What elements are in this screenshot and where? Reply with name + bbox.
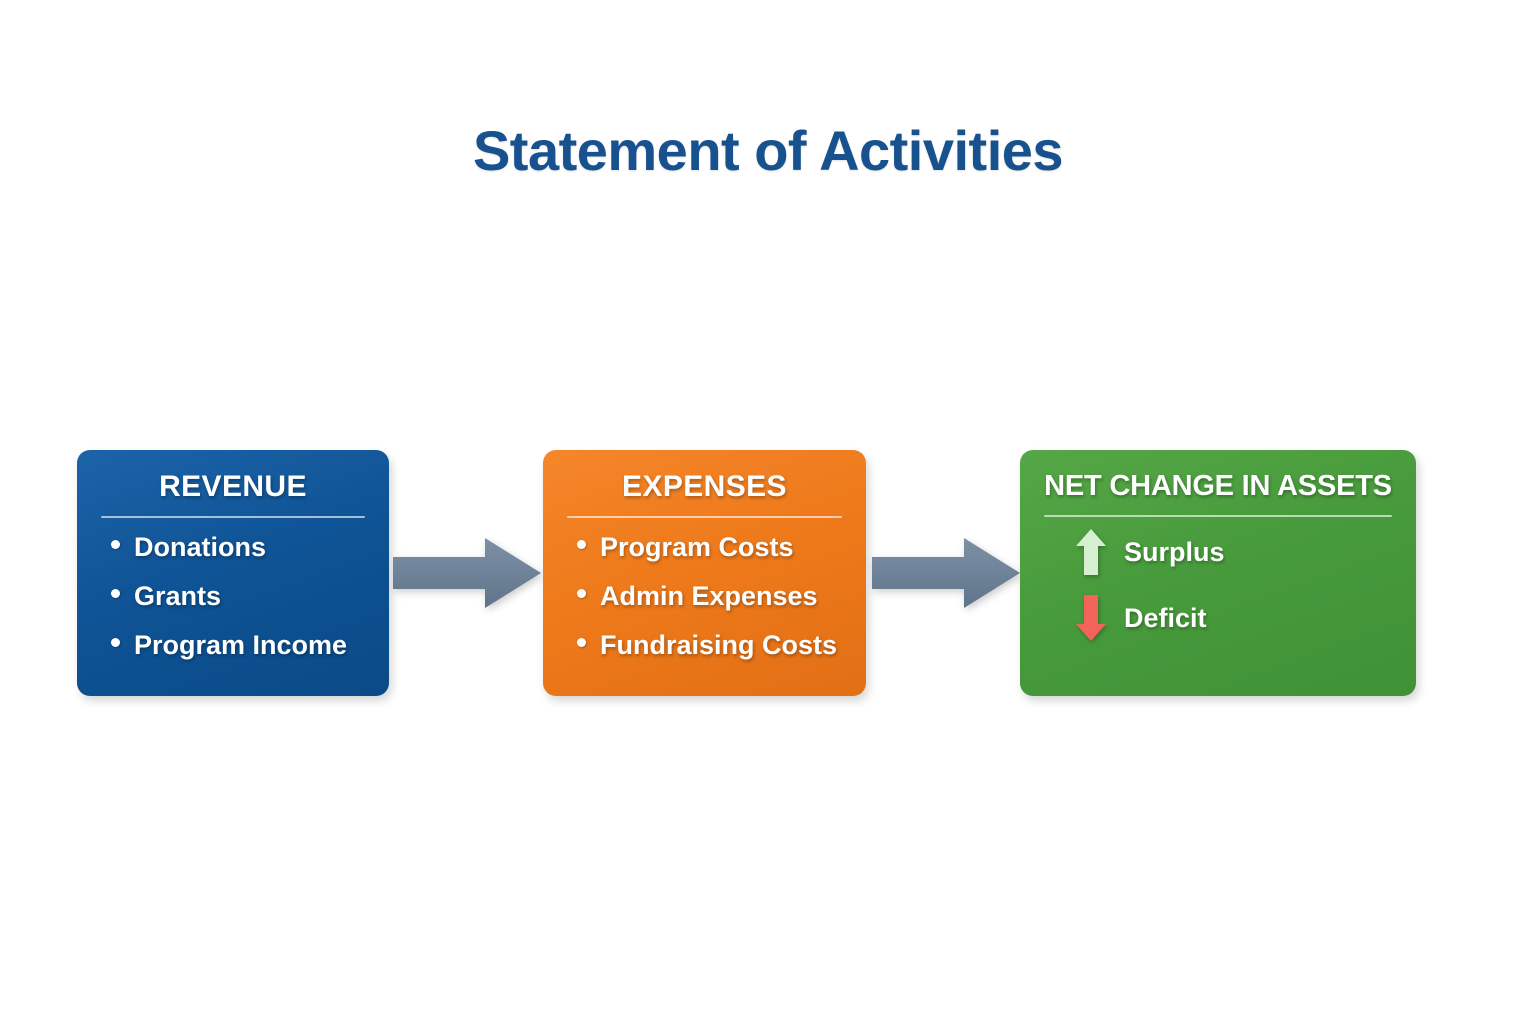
arrow-right-icon bbox=[872, 538, 1020, 608]
net-change-card-divider bbox=[1044, 515, 1392, 517]
net-change-outcome-list: Surplus Deficit bbox=[1040, 517, 1396, 641]
bullet-dot-icon bbox=[111, 540, 120, 549]
bullet-dot-icon bbox=[577, 589, 586, 598]
expenses-item-label: Fundraising Costs bbox=[600, 630, 838, 660]
surplus-label: Surplus bbox=[1124, 536, 1225, 567]
net-change-card-title: NET CHANGE IN ASSETS bbox=[1044, 470, 1392, 502]
arrow-right-icon bbox=[393, 538, 541, 608]
list-item: Grants bbox=[111, 581, 369, 612]
list-item: Program Income bbox=[111, 630, 369, 661]
revenue-card: REVENUE Donations Grants Program Income bbox=[77, 450, 389, 696]
bullet-dot-icon bbox=[111, 638, 120, 647]
revenue-item-label: Donations bbox=[134, 532, 266, 562]
expenses-card-divider bbox=[567, 516, 842, 518]
expenses-item-label: Admin Expenses bbox=[600, 581, 818, 611]
revenue-card-divider bbox=[101, 516, 365, 518]
deficit-label: Deficit bbox=[1124, 602, 1207, 633]
revenue-item-list: Donations Grants Program Income bbox=[97, 518, 369, 661]
expenses-card-title: EXPENSES bbox=[622, 470, 787, 503]
arrow-down-icon bbox=[1076, 595, 1106, 641]
expenses-item-label: Program Costs bbox=[600, 532, 794, 562]
expenses-card: EXPENSES Program Costs Admin Expenses Fu… bbox=[543, 450, 866, 696]
list-item: Donations bbox=[111, 532, 369, 563]
net-change-card: NET CHANGE IN ASSETS Surplus Deficit bbox=[1020, 450, 1416, 696]
expenses-item-list: Program Costs Admin Expenses Fundraising… bbox=[563, 518, 846, 661]
bullet-dot-icon bbox=[111, 589, 120, 598]
revenue-item-label: Grants bbox=[134, 581, 222, 611]
arrow-up-icon bbox=[1076, 529, 1106, 575]
revenue-item-label: Program Income bbox=[134, 630, 348, 660]
list-item: Deficit bbox=[1076, 595, 1396, 641]
statement-flow-diagram: REVENUE Donations Grants Program Income bbox=[0, 450, 1536, 700]
bullet-dot-icon bbox=[577, 540, 586, 549]
list-item: Surplus bbox=[1076, 529, 1396, 575]
revenue-card-title: REVENUE bbox=[159, 470, 307, 503]
list-item: Program Costs bbox=[577, 532, 846, 563]
list-item: Fundraising Costs bbox=[577, 630, 846, 661]
bullet-dot-icon bbox=[577, 638, 586, 647]
list-item: Admin Expenses bbox=[577, 581, 846, 612]
page-title: Statement of Activities bbox=[472, 119, 1064, 182]
